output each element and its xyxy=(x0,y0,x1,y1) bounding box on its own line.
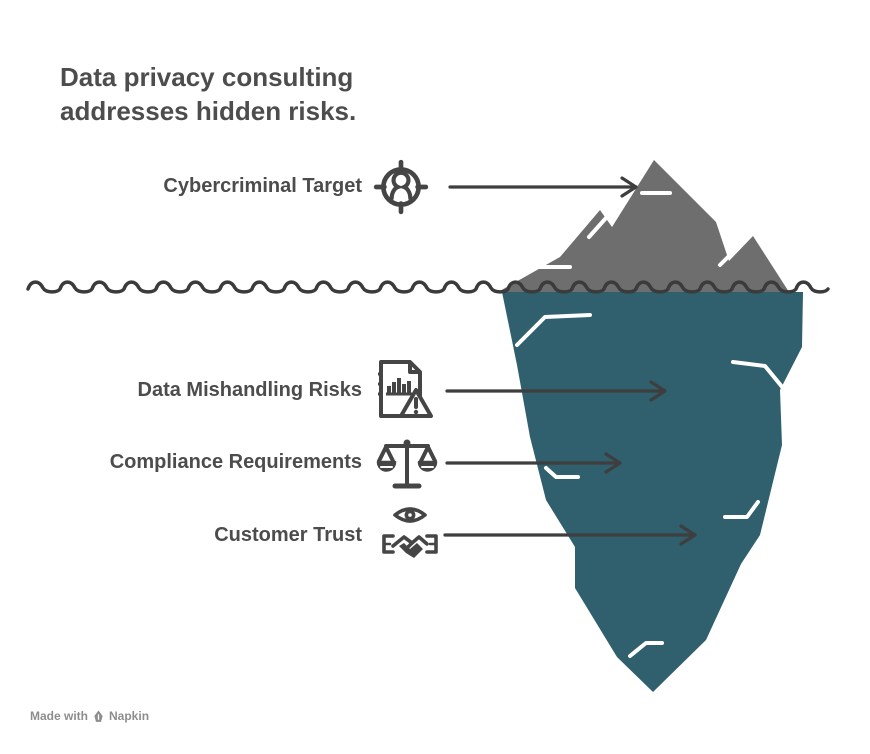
page-title-line1: Data privacy consulting xyxy=(60,62,354,92)
iceberg-tip-highlights xyxy=(528,191,734,269)
label-cybercriminal-target: Cybercriminal Target xyxy=(0,175,362,198)
watermark-brand: Napkin xyxy=(109,709,150,723)
label-customer-trust: Customer Trust xyxy=(0,524,362,547)
label-text: Data Mishandling Risks xyxy=(137,379,363,401)
pen-nib-icon xyxy=(94,710,103,722)
handshake-fist xyxy=(399,543,423,558)
label-text: Cybercriminal Target xyxy=(163,175,362,197)
iceberg-body xyxy=(502,292,803,692)
connector-arrows xyxy=(443,176,697,546)
crosshair-person-icon xyxy=(373,159,429,215)
iceberg-body-highlights xyxy=(515,313,785,658)
label-text: Customer Trust xyxy=(214,524,362,546)
arrow-data-mishandling xyxy=(445,380,667,402)
eye-handshake-icon xyxy=(382,507,438,558)
label-data-mishandling-risks: Data Mishandling Risks xyxy=(0,379,363,402)
label-compliance-requirements: Compliance Requirements xyxy=(0,451,362,474)
document-warning-icon xyxy=(378,360,433,418)
arrow-cybercriminal-target xyxy=(448,176,638,198)
scales-icon xyxy=(376,439,438,489)
watermark-prefix: Made with xyxy=(30,709,89,723)
arrow-compliance xyxy=(445,452,622,474)
waterline xyxy=(26,280,830,294)
arrow-customer-trust xyxy=(443,524,697,546)
page-title: Data privacy consulting addresses hidden… xyxy=(60,60,356,128)
watermark[interactable]: Made with Napkin xyxy=(30,709,149,723)
iceberg-tip xyxy=(498,160,789,292)
page-title-line2: addresses hidden risks. xyxy=(60,96,357,126)
label-text: Compliance Requirements xyxy=(109,451,362,473)
